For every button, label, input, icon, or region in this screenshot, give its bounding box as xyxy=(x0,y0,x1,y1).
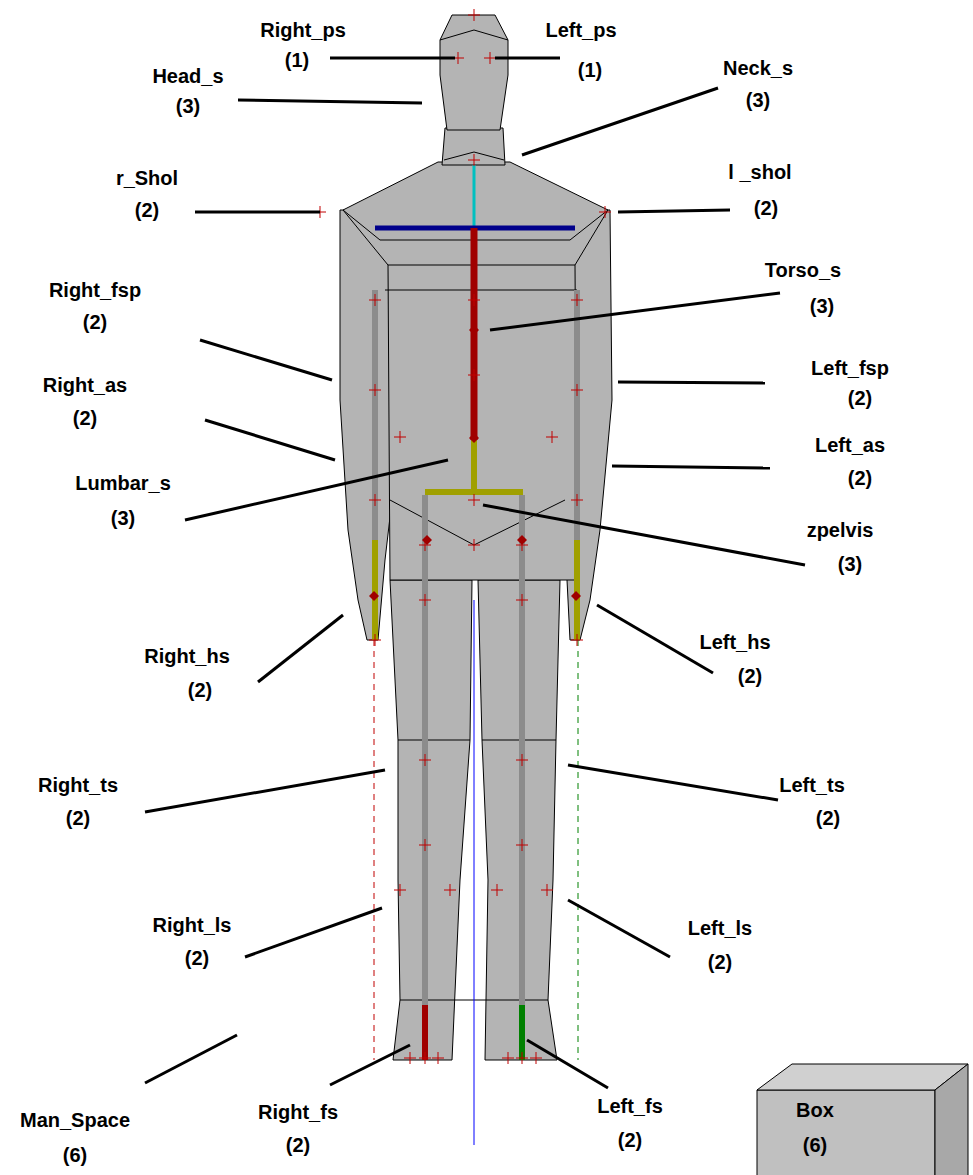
part-name: Right_fsp xyxy=(49,279,141,301)
joint-cross xyxy=(599,206,611,218)
part-name: Right_ls xyxy=(153,914,232,936)
part-name: Left_ps xyxy=(545,19,616,41)
joint-cross xyxy=(541,884,553,896)
joint-cross xyxy=(468,294,480,306)
joint-cross xyxy=(516,839,528,851)
joint-cross xyxy=(516,754,528,766)
joint-cross xyxy=(491,884,503,896)
callout-number: (2) xyxy=(66,807,90,829)
callout-number: (2) xyxy=(188,679,212,701)
skeleton-segments xyxy=(374,165,578,1145)
joint-cross xyxy=(546,431,558,443)
callout-number: (1) xyxy=(285,49,309,71)
callout-number: (2) xyxy=(286,1134,310,1156)
callout-number: (2) xyxy=(83,311,107,333)
joint-cross xyxy=(502,1052,514,1064)
joint-cross xyxy=(444,884,456,896)
joint-cross xyxy=(369,634,381,646)
callout-number: (3) xyxy=(810,295,834,317)
joint-diamond xyxy=(422,535,432,545)
joint-cross xyxy=(530,1052,542,1064)
callout-number: (2) xyxy=(708,951,732,973)
joint-cross xyxy=(404,1052,416,1064)
joint-cross xyxy=(394,431,406,443)
callout-number: (2) xyxy=(618,1129,642,1151)
joint-cross xyxy=(369,494,381,506)
joint-cross xyxy=(468,539,480,551)
part-name: Right_ts xyxy=(38,774,118,796)
part-name: Man_Space xyxy=(20,1109,130,1131)
joint-diamond xyxy=(369,591,379,601)
callout-number: (2) xyxy=(738,665,762,687)
callout-number: (2) xyxy=(135,199,159,221)
callout-number: (3) xyxy=(838,553,862,575)
part-name: Left_fsp xyxy=(811,357,889,379)
joint-cross xyxy=(571,634,583,646)
callout-number: (3) xyxy=(176,95,200,117)
joint-cross xyxy=(468,154,480,166)
joint-cross xyxy=(394,884,406,896)
part-name: l _shol xyxy=(728,161,791,183)
joint-cross xyxy=(516,1052,528,1064)
joint-cross xyxy=(484,52,496,64)
joint-cross xyxy=(468,9,480,21)
joint-cross xyxy=(419,1052,431,1064)
part-name: Left_hs xyxy=(699,631,770,653)
joint-diamond xyxy=(571,591,581,601)
callout-number: (6) xyxy=(803,1134,827,1156)
callout-number: (1) xyxy=(578,59,602,81)
part-name: r_Shol xyxy=(116,167,178,189)
part-name: Left_ts xyxy=(779,774,845,796)
part-name: Right_as xyxy=(43,374,127,396)
joint-cross xyxy=(369,294,381,306)
joint-cross xyxy=(369,384,381,396)
part-name: Right_fs xyxy=(258,1101,338,1123)
part-name: Left_fs xyxy=(597,1095,663,1117)
box-label: Box xyxy=(796,1099,834,1121)
joint-cross xyxy=(516,594,528,606)
part-name: Neck_s xyxy=(723,57,793,79)
callout-number: (2) xyxy=(848,467,872,489)
joint-cross xyxy=(419,594,431,606)
callout-number: (6) xyxy=(63,1144,87,1166)
joint-diamond xyxy=(469,433,479,443)
joint-cross xyxy=(432,1052,444,1064)
joint-cross xyxy=(468,494,480,506)
joint-cross xyxy=(468,369,480,381)
joint-cross xyxy=(419,754,431,766)
box-side xyxy=(935,1064,968,1175)
box-shape: Box (6) xyxy=(755,1063,973,1175)
joint-cross xyxy=(571,494,583,506)
part-name: Right_hs xyxy=(144,645,230,667)
box-3d-outline xyxy=(755,1063,973,1175)
body-detail-lines xyxy=(343,30,608,1000)
part-name: Lumbar_s xyxy=(75,472,171,494)
joint-diamond xyxy=(469,325,479,335)
joint-cross xyxy=(419,839,431,851)
callout-number: (2) xyxy=(73,407,97,429)
part-name: zpelvis xyxy=(807,519,874,541)
part-name: Left_ls xyxy=(688,917,752,939)
callout-number: (2) xyxy=(848,387,872,409)
box-top xyxy=(757,1064,968,1090)
leader-lines xyxy=(145,58,805,1088)
joint-markers xyxy=(314,9,611,1064)
callout-number: (2) xyxy=(816,807,840,829)
callout-number: (3) xyxy=(746,89,770,111)
box-front xyxy=(757,1090,935,1175)
callout-number: (3) xyxy=(111,507,135,529)
joint-cross xyxy=(571,384,583,396)
part-name: Left_as xyxy=(815,434,885,456)
callout-number: (2) xyxy=(185,947,209,969)
callout-number: (2) xyxy=(754,197,778,219)
joint-cross xyxy=(571,294,583,306)
joint-diamond xyxy=(517,535,527,545)
part-name: Head_s xyxy=(152,65,223,87)
part-name: Right_ps xyxy=(260,19,346,41)
part-name: Torso_s xyxy=(765,259,841,281)
